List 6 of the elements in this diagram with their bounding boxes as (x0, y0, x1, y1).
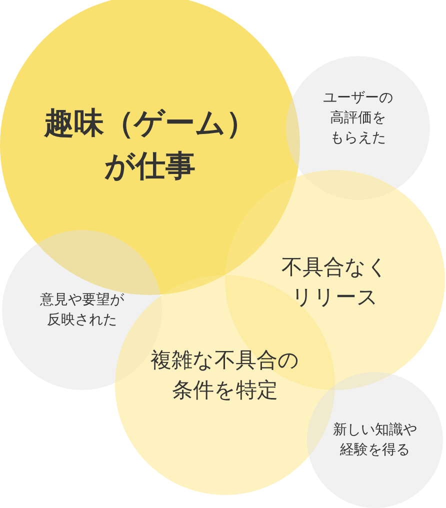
circle-label: 意見や要望が反映された (40, 290, 124, 330)
circle-label: 新しい知識や経験を得る (333, 420, 417, 460)
circle-label: 趣味（ゲーム）が仕事 (44, 104, 256, 186)
circle-label: ユーザーの高評価をもらえた (323, 88, 393, 148)
circle-label: 複雑な不具合の条件を特定 (150, 346, 300, 404)
circle-label: 不具合なくリリース (282, 254, 388, 311)
